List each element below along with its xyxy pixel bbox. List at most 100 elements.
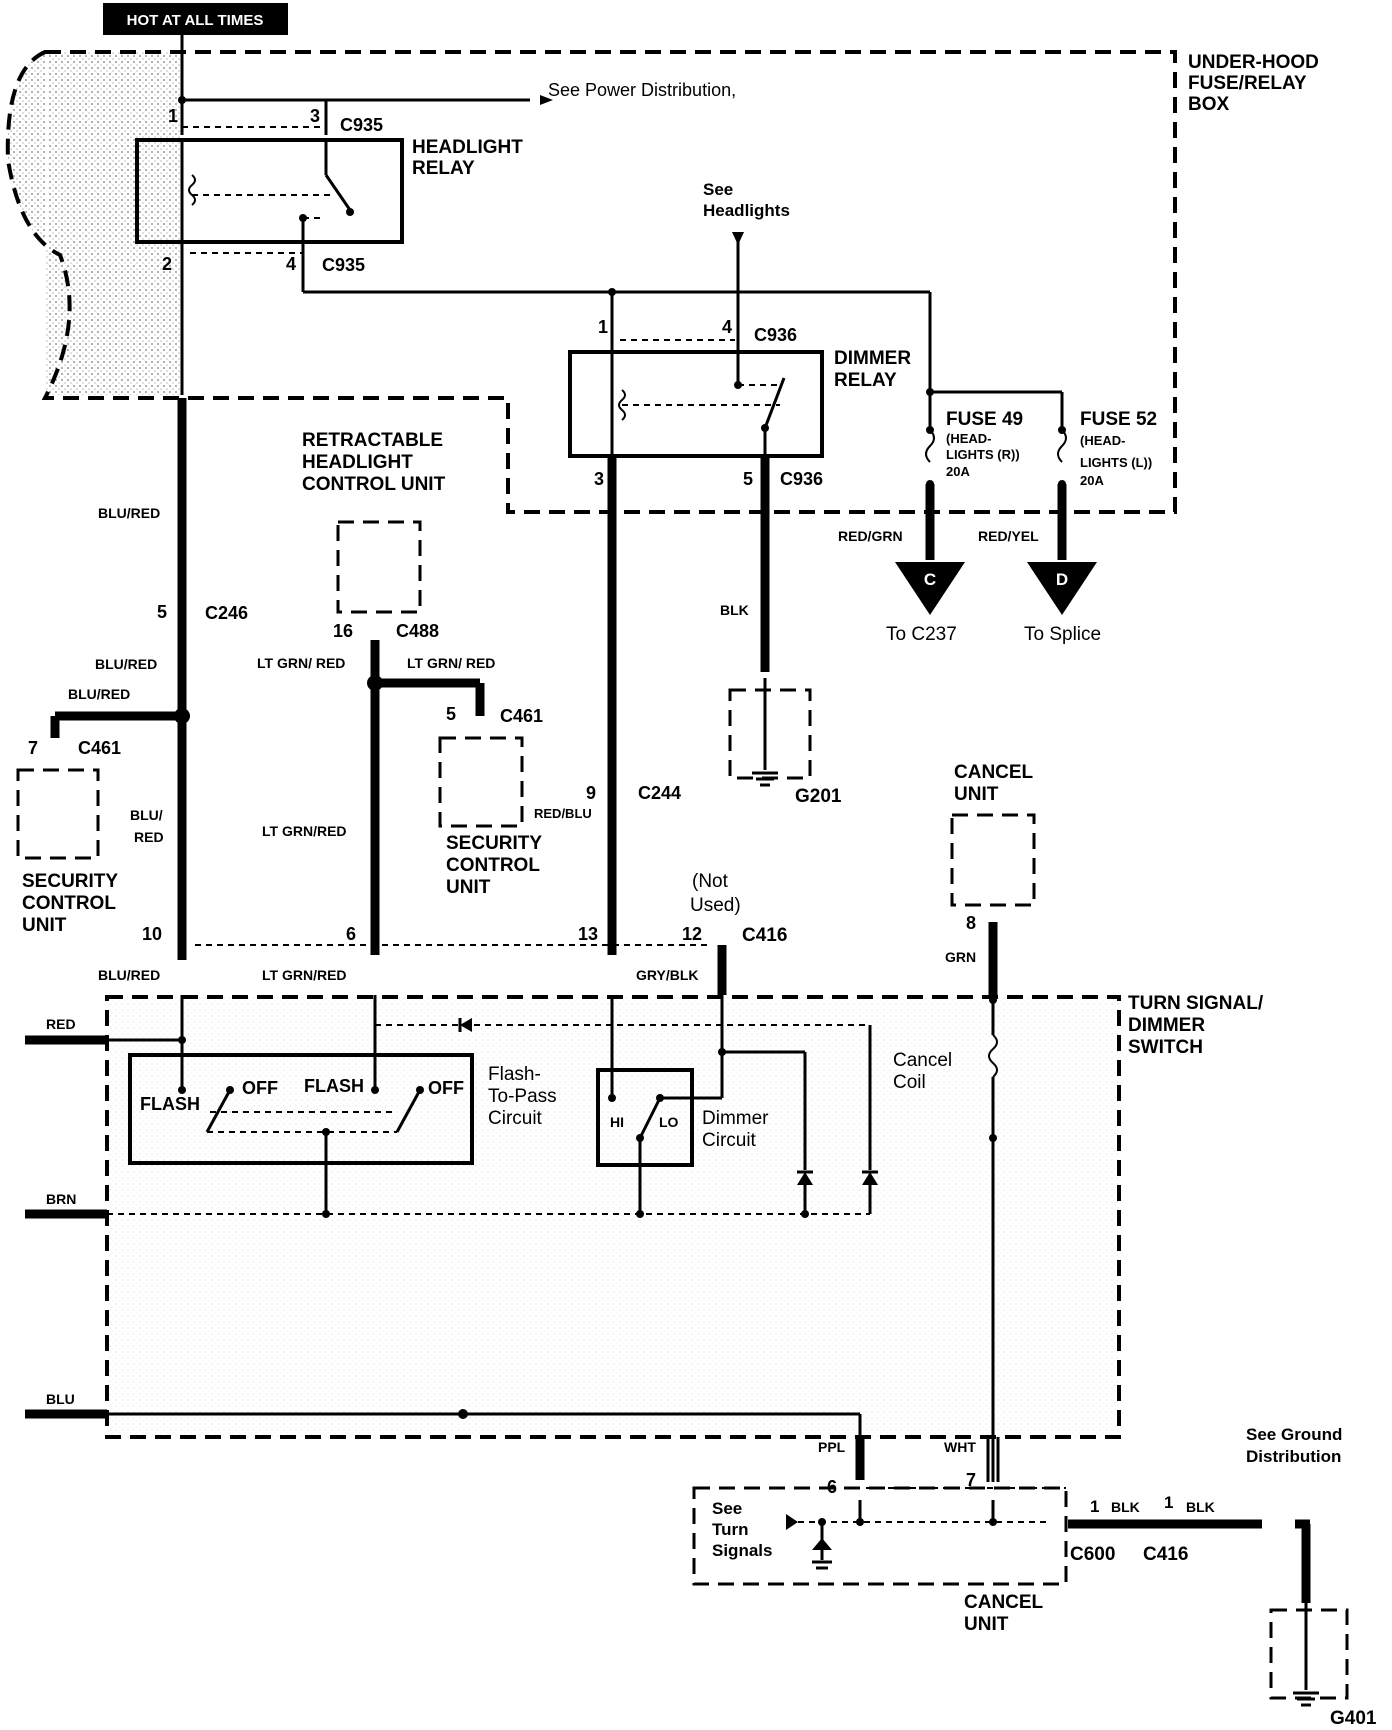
fuse-relay-box-outline [5, 50, 1177, 514]
headlight-relay-title-1: HEADLIGHT [412, 137, 523, 158]
to-splice-label: To Splice [1024, 624, 1101, 645]
to-c237-label: To C237 [886, 624, 957, 645]
c936-bottom-label: C936 [780, 469, 823, 489]
fuse-52-rating: 20A [1080, 473, 1104, 488]
retractable-line-1: RETRACTABLE [302, 430, 443, 451]
c246-pin: 5 [157, 602, 167, 622]
cancel-unit-bottom-line-2: UNIT [964, 1614, 1009, 1635]
flash-label-1: FLASH [140, 1094, 200, 1114]
turn-signals-ref-2: Turn [712, 1520, 749, 1539]
wire-label: LT GRN/RED [262, 967, 347, 983]
cancel-unit-pin-7: 7 [966, 1470, 976, 1490]
c416-pin: 12 [682, 924, 702, 944]
security-a-line-1: SECURITY [22, 871, 118, 892]
wire-label: BLK [1186, 1499, 1215, 1515]
fuse-52-desc-2: LIGHTS (L)) [1080, 455, 1152, 470]
not-used-line-2: Used) [690, 895, 741, 916]
c416-pin: 10 [142, 924, 162, 944]
pin-label: 3 [594, 469, 604, 489]
wire-label: LT GRN/RED [262, 823, 347, 839]
headlight-relay-title-2: RELAY [412, 158, 475, 179]
wire-label: WHT [944, 1439, 976, 1455]
ground-g201-label: G201 [795, 786, 842, 807]
wire-label-red-yel: RED/YEL [978, 528, 1039, 544]
wire-label: BLU/RED [95, 656, 157, 672]
fuse-52-name: FUSE 52 [1080, 409, 1157, 430]
c416-pin: 6 [346, 924, 356, 944]
flash-label-2: FLASH [304, 1076, 364, 1096]
cancel-coil-label-2: Coil [893, 1072, 926, 1093]
cancel-unit-top-line-2: UNIT [954, 784, 999, 805]
security-b-line-2: CONTROL [446, 855, 540, 876]
headlights-ref-1: See [703, 180, 733, 199]
flash-circuit-label-3: Circuit [488, 1108, 543, 1129]
cancel-unit-bottom-line-1: CANCEL [964, 1592, 1044, 1613]
ground-g401-box [1269, 1608, 1349, 1700]
fuse-52-desc-1: (HEAD- [1080, 433, 1126, 448]
cancel-unit-top-line-1: CANCEL [954, 762, 1034, 783]
security-a-line-2: CONTROL [22, 893, 116, 914]
c244-label: C244 [638, 783, 681, 803]
c416-bottom-label: C416 [1143, 1544, 1188, 1565]
pin-1-label: 1 [1164, 1493, 1173, 1512]
flash-circuit-label-2: To-Pass [488, 1086, 557, 1107]
c936-top-label: C936 [754, 325, 797, 345]
headlights-ref-2: Headlights [703, 201, 790, 220]
c488-pin: 16 [333, 621, 353, 641]
fuse-49-rating: 20A [946, 464, 970, 479]
fuse-box-title-1: UNDER-HOOD [1188, 52, 1319, 73]
fuse-box-title-2: FUSE/RELAY [1188, 73, 1307, 94]
headlight-relay [135, 138, 404, 244]
wire-label: LT GRN/ RED [257, 655, 345, 671]
pin-label: 3 [310, 106, 320, 126]
turn-signal-line-1: TURN SIGNAL/ [1128, 993, 1264, 1014]
hot-label: HOT AT ALL TIMES [127, 12, 264, 29]
dimmer-relay-title-2: RELAY [834, 370, 897, 391]
connector-d-letter: D [1056, 570, 1068, 589]
c461-pin: 7 [28, 738, 38, 758]
c488-label: C488 [396, 621, 439, 641]
dimmer-circuit [596, 1068, 694, 1167]
pin-label: 4 [286, 254, 296, 274]
ground-g401-label: G401 [1330, 1708, 1377, 1729]
security-control-unit-a [16, 768, 100, 860]
ground-ref-1: See Ground [1246, 1425, 1342, 1444]
wire-label: BLU/ [130, 807, 163, 823]
pin-label: 5 [743, 469, 753, 489]
cancel-unit-bottom-box [692, 1486, 1068, 1586]
dimmer-relay-title-1: DIMMER [834, 348, 911, 369]
wire-label: RED [46, 1016, 76, 1032]
retractable-line-2: HEADLIGHT [302, 452, 413, 473]
arrow-right-icon [540, 95, 553, 105]
wire-label-red-grn: RED/GRN [838, 528, 903, 544]
fuse-49-desc-2: LIGHTS (R)) [946, 447, 1020, 462]
turn-signals-ref-1: See [712, 1499, 742, 1518]
wire-label: BLU/RED [98, 505, 160, 521]
fuse-49-name: FUSE 49 [946, 409, 1023, 430]
pin-label: 2 [162, 254, 172, 274]
fuse-49-desc-1: (HEAD- [946, 431, 992, 446]
wire-label: BLU [46, 1391, 75, 1407]
c246-label: C246 [205, 603, 248, 623]
wire-label: LT GRN/ RED [407, 655, 495, 671]
wire-label: BLU/RED [68, 686, 130, 702]
connector-d-triangle [1027, 562, 1097, 615]
c461-label: C461 [78, 738, 121, 758]
cancel-unit-top-box [950, 813, 1036, 907]
off-label-1: OFF [242, 1078, 278, 1098]
cancel-pin: 8 [966, 913, 976, 933]
pin-1-label: 1 [1090, 1497, 1099, 1516]
cancel-coil-label-1: Cancel [893, 1050, 952, 1071]
wire-label: RED [134, 829, 164, 845]
hot-at-all-times-header [103, 3, 288, 35]
ground-g201-box [728, 688, 812, 780]
wire-label: GRN [945, 949, 976, 965]
c461-pin: 5 [446, 704, 456, 724]
c461-label: C461 [500, 706, 543, 726]
c416-label: C416 [742, 925, 787, 946]
not-used-line-1: (Not [692, 871, 729, 892]
flash-to-pass-circuit [128, 1053, 474, 1165]
dimmer-relay [568, 350, 824, 458]
wire-label: BLU/RED [98, 967, 160, 983]
